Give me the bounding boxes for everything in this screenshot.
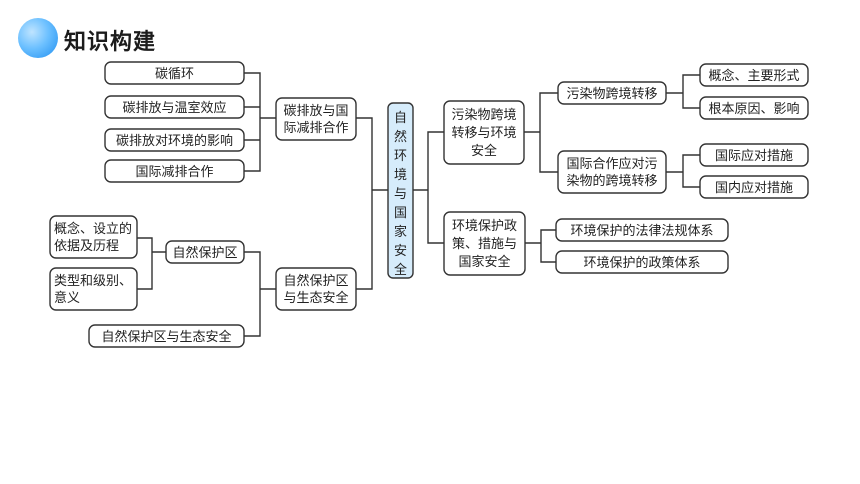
reserve-security-item: 自然保护区与生态安全 — [88, 324, 245, 348]
center-node: 自 然 环 境 与 国 家 安 全 — [387, 102, 414, 279]
svg-text:染物的跨境转移: 染物的跨境转移 — [566, 173, 657, 189]
carbon-item-intl: 国际减排合作 — [104, 159, 245, 183]
svg-text:概念、设立的: 概念、设立的 — [54, 221, 132, 237]
carbon-group-node: 碳排放与国 际减排合作 — [275, 97, 357, 141]
carbon-item-cycle: 碳循环 — [104, 61, 245, 85]
svg-text:策、措施与: 策、措施与 — [452, 236, 517, 252]
carbon-item-impact: 碳排放对环境的影响 — [104, 128, 245, 152]
svg-text:环境保护的政策体系: 环境保护的政策体系 — [583, 255, 700, 271]
svg-text:自然保护区: 自然保护区 — [172, 245, 237, 261]
svg-text:安: 安 — [394, 244, 407, 259]
policy-item-system: 环境保护的政策体系 — [555, 250, 729, 274]
reserve-item-type: 类型和级别、 意义 — [49, 267, 138, 311]
svg-text:安全: 安全 — [471, 143, 497, 159]
reserve-group-node: 自然保护区 与生态安全 — [275, 267, 357, 311]
svg-text:际减排合作: 际减排合作 — [283, 121, 348, 136]
transfer-item-concept: 概念、主要形式 — [699, 63, 809, 87]
svg-text:境: 境 — [394, 168, 407, 183]
connectors — [137, 72, 700, 337]
reserve-item-concept: 概念、设立的 依据及历程 — [49, 215, 138, 259]
pollution-group-node: 污染物跨境 转移与环境 安全 — [443, 100, 525, 165]
svg-text:环: 环 — [394, 149, 407, 164]
svg-text:碳循环: 碳循环 — [155, 67, 194, 82]
svg-text:污染物跨境转移: 污染物跨境转移 — [566, 87, 657, 102]
policy-group-node: 环境保护政 策、措施与 国家安全 — [443, 211, 526, 276]
page-title: 知识构建 — [64, 30, 157, 55]
svg-text:国际合作应对污: 国际合作应对污 — [566, 156, 657, 172]
svg-text:国家安全: 国家安全 — [458, 254, 510, 270]
svg-text:环境保护政: 环境保护政 — [452, 219, 517, 234]
svg-text:自然保护区: 自然保护区 — [283, 273, 348, 289]
svg-text:环境保护的法律法规体系: 环境保护的法律法规体系 — [570, 223, 713, 239]
svg-text:转移与环境: 转移与环境 — [451, 126, 516, 141]
svg-text:家: 家 — [394, 224, 407, 240]
svg-text:污染物跨境: 污染物跨境 — [451, 108, 516, 123]
svg-text:意义: 意义 — [54, 290, 80, 306]
svg-text:碳排放对环境的影响: 碳排放对环境的影响 — [116, 133, 233, 149]
svg-text:全: 全 — [394, 262, 407, 278]
svg-text:国际应对措施: 国际应对措施 — [715, 148, 793, 164]
svg-text:国内应对措施: 国内应对措施 — [715, 180, 793, 196]
svg-text:国际减排合作: 国际减排合作 — [135, 165, 213, 180]
svg-text:根本原因、影响: 根本原因、影响 — [708, 101, 799, 117]
svg-text:碳排放与温室效应: 碳排放与温室效应 — [122, 100, 226, 116]
svg-text:自然保护区与生态安全: 自然保护区与生态安全 — [101, 329, 231, 345]
svg-text:自: 自 — [394, 111, 407, 126]
carbon-item-greenhouse: 碳排放与温室效应 — [104, 95, 245, 119]
svg-text:概念、主要形式: 概念、主要形式 — [708, 68, 799, 84]
svg-text:与生态安全: 与生态安全 — [283, 290, 348, 306]
svg-text:然: 然 — [394, 129, 407, 145]
pollution-sub-cooperation: 国际合作应对污 染物的跨境转移 — [557, 150, 667, 194]
cooperation-item-intl: 国际应对措施 — [699, 143, 809, 167]
svg-text:国: 国 — [394, 206, 407, 221]
title-bullet-icon — [18, 18, 58, 58]
pollution-sub-transfer: 污染物跨境转移 — [557, 81, 667, 105]
reserve-node: 自然保护区 — [165, 240, 245, 264]
header: 知识构建 — [18, 14, 318, 66]
svg-text:与: 与 — [394, 187, 407, 202]
transfer-item-cause: 根本原因、影响 — [699, 96, 809, 120]
svg-text:依据及历程: 依据及历程 — [54, 239, 119, 254]
policy-item-law: 环境保护的法律法规体系 — [555, 218, 729, 242]
svg-text:碳排放与国: 碳排放与国 — [283, 104, 348, 119]
cooperation-item-domestic: 国内应对措施 — [699, 175, 809, 199]
svg-text:类型和级别、: 类型和级别、 — [54, 274, 132, 289]
